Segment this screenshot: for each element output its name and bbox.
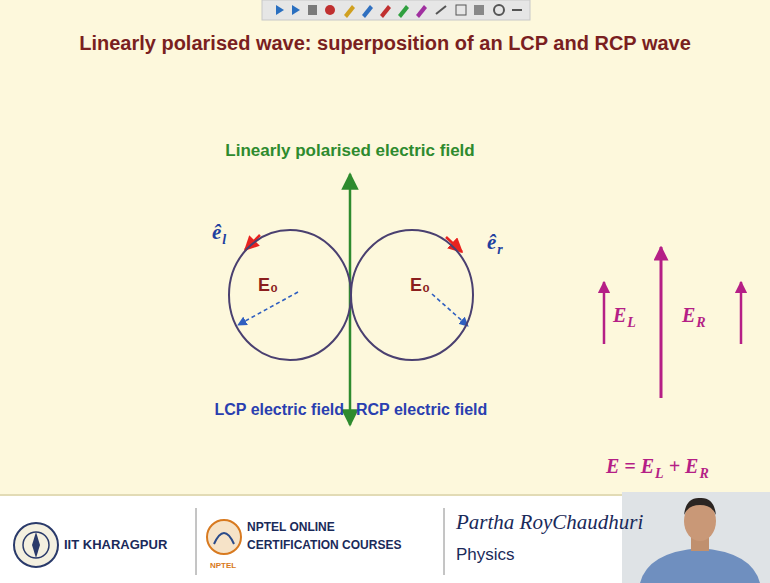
subscript: L [627,315,636,331]
toolbar-icon [456,5,466,15]
field-vector [660,247,663,398]
sum-equation: E = E [606,455,654,478]
footer-divider [444,508,445,575]
radius-label: E₀ [410,275,430,296]
presenter-hair [684,498,716,515]
polarisation-circle: E₀RCP electric field [350,229,474,361]
unit-vector: ê [212,220,221,245]
subject-name: Physics [456,545,515,565]
field-vector [603,282,606,344]
footer-divider [196,508,197,575]
subscript: L [655,466,664,482]
iit-logo [32,532,40,558]
institute-name: IIT KHARAGPUR [64,537,167,552]
subscript: l [222,232,226,248]
circle-caption: RCP electric field [356,401,487,419]
subscript: R [699,466,708,482]
subscript: R [696,315,705,331]
sum-equation: + E [669,455,699,478]
course-name: NPTEL ONLINE [247,520,335,534]
iit-logo [14,523,58,567]
radius-vector [238,292,298,325]
toolbar-icon [362,5,373,18]
nptel-logo [214,533,234,544]
toolbar-icon [436,6,446,14]
toolbar-icon [380,5,391,18]
rotation-arrow [446,237,462,252]
nptel-logo [207,520,241,554]
toolbar-icon [416,5,427,18]
vector-label: E [682,304,695,327]
presenter-name: Partha RoyChaudhuri [456,510,643,535]
toolbar-icon [276,5,284,15]
subscript: r [497,242,502,258]
vector-label: E [613,304,626,327]
toolbar [262,0,530,20]
toolbar-icon [344,5,355,18]
circle-outline [229,230,351,360]
polarisation-circle: E₀LCP electric field [228,229,352,361]
toolbar-icon [474,5,484,15]
field-heading: Linearly polarised electric field [225,141,474,161]
radius-label: E₀ [258,275,278,296]
unit-vector: ê [487,230,496,255]
photo-ground [622,492,770,583]
circle-outline [228,229,352,361]
toolbar-icon [512,9,522,11]
slide-title: Linearly polarised wave: superposition o… [0,32,770,55]
toolbar-icon [398,5,409,18]
presenter-shirt [640,548,760,583]
logo-text: NPTEL [210,561,236,570]
toolbar-icons [276,5,522,18]
iit-logo [23,532,49,558]
radius-vector [432,294,468,326]
course-name: CERTIFICATION COURSES [247,538,401,552]
toolbar-icon [494,5,504,15]
circle-outline [351,230,473,360]
toolbar-icon [325,5,335,15]
presenter-photo [622,492,770,583]
circle-caption: LCP electric field [214,401,344,419]
field-vector [740,282,743,344]
toolbar-icon [308,5,317,15]
toolbar-icon [292,5,300,15]
